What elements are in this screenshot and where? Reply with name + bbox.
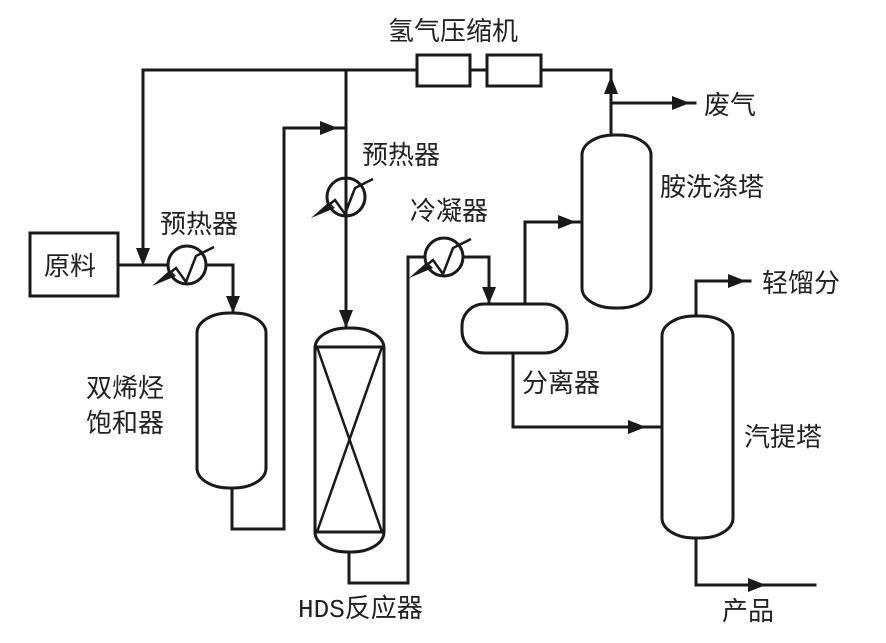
- light-fraction-label: 轻馏分: [762, 269, 840, 299]
- compressor-stage-1: [415, 53, 472, 88]
- arrow-into-main-line: [320, 121, 338, 135]
- compressor-stage-2: [485, 53, 543, 88]
- arrow-into-stripper: [628, 420, 646, 434]
- condenser-label: 冷凝器: [410, 197, 488, 227]
- preheater-left: [152, 244, 215, 286]
- arrow-up-to-compressor: [604, 76, 618, 94]
- separator-drum: [460, 302, 569, 355]
- amine-scrubber-column: [580, 133, 653, 310]
- separator-to-stripper-line: [511, 351, 664, 429]
- arrow-waste-gas: [672, 96, 690, 110]
- scrubber-to-compressor-line: [539, 68, 613, 137]
- reactor-to-condenser-line: [347, 255, 427, 585]
- product-line: [694, 536, 817, 587]
- hydrogen-recycle-line: [136, 68, 618, 266]
- hds-reactor: [313, 326, 386, 554]
- separator-label: 分离器: [522, 369, 600, 399]
- arrow-product: [748, 578, 766, 592]
- preheater-top-label: 预热器: [362, 141, 440, 171]
- hds-reactor-label: HDS反应器: [298, 594, 423, 625]
- arrow-into-reactor: [339, 310, 353, 328]
- arrow-down-to-feed: [136, 248, 150, 266]
- product-label: 产品: [722, 597, 774, 627]
- separator-to-scrubber-line: [523, 220, 584, 306]
- saturator-to-reactor-line: [230, 126, 348, 531]
- stripper-label: 汽提塔: [744, 423, 822, 453]
- arrow-light-fraction: [728, 274, 746, 288]
- preheater-top: [311, 176, 374, 218]
- preheater-to-saturator-line: [204, 263, 235, 315]
- diene-saturator-vessel: [195, 311, 268, 490]
- stripper-column: [660, 314, 735, 540]
- waste-gas-label: 废气: [704, 91, 756, 121]
- raw-material-label: 原料: [44, 252, 96, 282]
- arrow-into-scrubber: [558, 215, 576, 229]
- arrow-into-saturator: [226, 296, 240, 313]
- saturator-label-line1: 双烯烃: [86, 374, 164, 404]
- compressor-label: 氢气压缩机: [388, 17, 518, 47]
- recycle-to-feed-line: [141, 68, 419, 260]
- amine-scrubber-label: 胺洗涤塔: [660, 173, 764, 203]
- preheater-left-label: 预热器: [160, 210, 238, 240]
- hydrogen-compressor: [415, 53, 543, 88]
- saturator-label-line2: 饱和器: [86, 409, 164, 439]
- condenser-to-separator-line: [461, 255, 491, 306]
- arrow-into-separator: [482, 287, 496, 304]
- light-fraction-line: [694, 279, 752, 318]
